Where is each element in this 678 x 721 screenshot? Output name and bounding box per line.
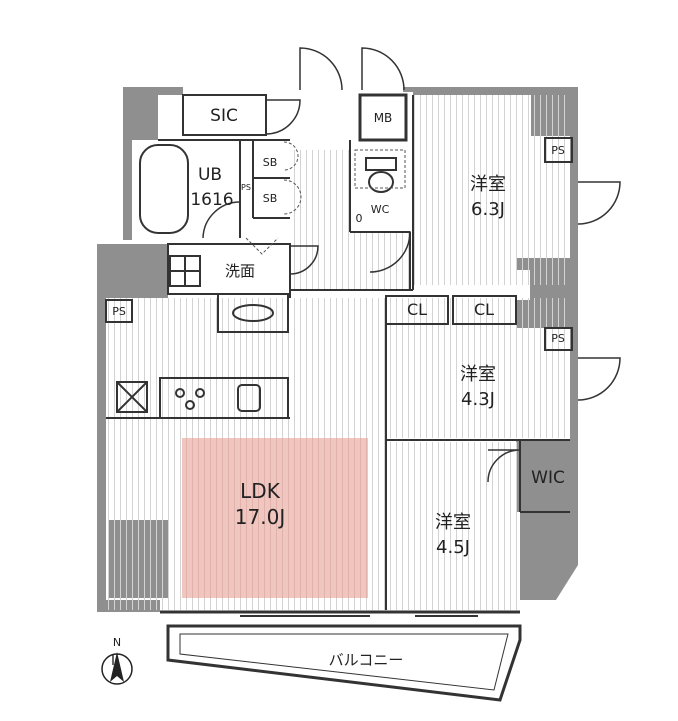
ldk-highlight <box>182 438 368 598</box>
sb1-label: SB <box>263 156 278 169</box>
interior-walls <box>105 93 573 702</box>
north-label: N <box>113 636 121 649</box>
sb2-label: SB <box>263 192 278 205</box>
western3-name-label: 洋室 <box>435 512 471 533</box>
ub-name-label: UB <box>198 165 222 185</box>
western1-name-label: 洋室 <box>470 174 506 195</box>
ldk-size-label: 17.0J <box>235 505 285 529</box>
western1-size-label: 6.3J <box>471 199 505 220</box>
ps-vertical-label: PS <box>241 183 251 192</box>
washroom-label: 洗面 <box>225 262 255 280</box>
wc-zero-label: 0 <box>356 212 363 225</box>
ps-mid-right-label: PS <box>551 332 565 345</box>
folding-doors <box>245 141 406 255</box>
balcony-label: バルコニー <box>329 651 404 669</box>
western2-name-label: 洋室 <box>460 364 496 385</box>
mb-label: MB <box>374 111 393 125</box>
cl-right-label: CL <box>474 300 494 319</box>
ldk-name-label: LDK <box>240 479 281 503</box>
sic-label: SIC <box>210 106 238 126</box>
north-arrow-icon: N <box>101 636 133 685</box>
ps-top-right-label: PS <box>551 144 565 157</box>
ps-left-label: PS <box>112 305 126 318</box>
western3-size-label: 4.5J <box>436 537 470 558</box>
western2-size-label: 4.3J <box>461 389 495 410</box>
wic-label: WIC <box>531 468 565 488</box>
door-swings <box>112 47 621 665</box>
ub-size-label: 1616 <box>190 190 233 210</box>
wc-label: WC <box>371 203 390 216</box>
cl-left-label: CL <box>407 300 427 319</box>
floor-areas <box>106 95 570 610</box>
